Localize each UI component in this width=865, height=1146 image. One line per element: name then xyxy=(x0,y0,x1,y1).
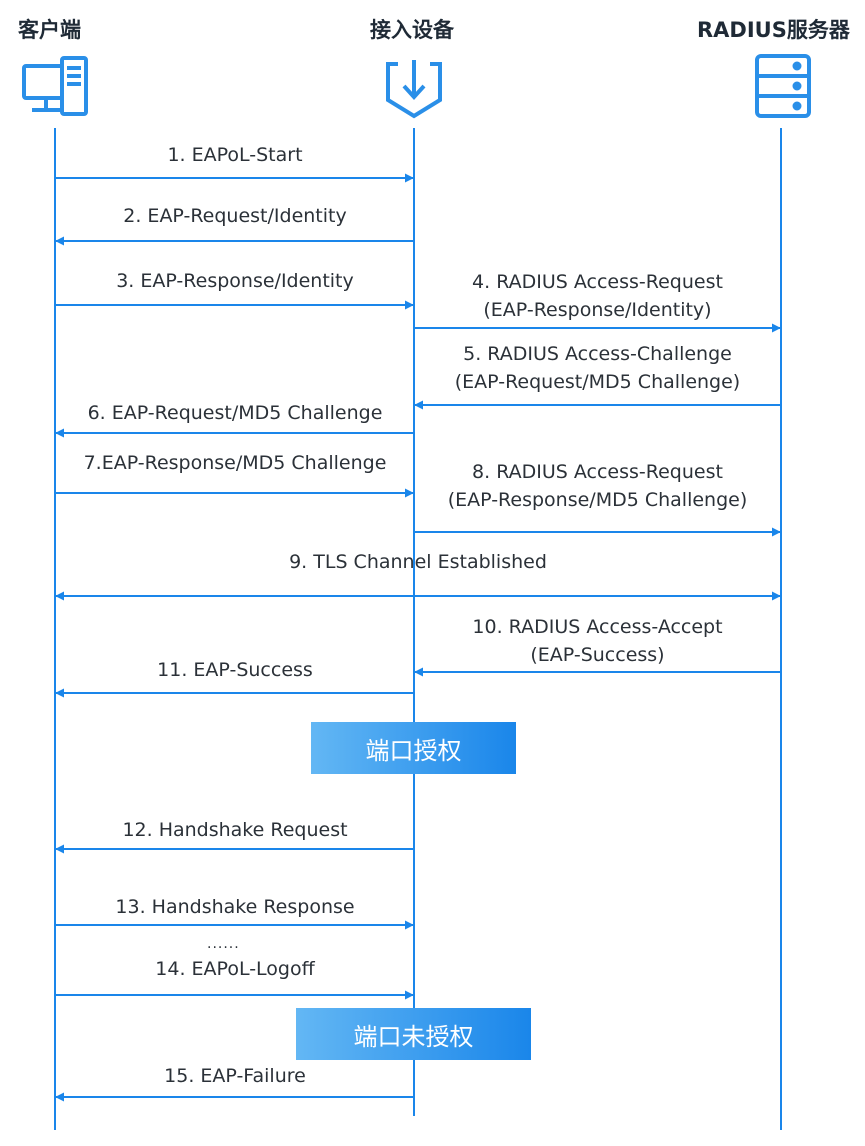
message-7-label: 7.EAP-Response/MD5 Challenge xyxy=(83,452,387,474)
message-8-label: 8. RADIUS Access-Request (EAP-Response/M… xyxy=(414,458,781,514)
message-11-label: 11. EAP-Success xyxy=(157,659,313,681)
message-8-line2: (EAP-Response/MD5 Challenge) xyxy=(447,489,748,511)
message-9-label: 9. TLS Channel Established xyxy=(289,551,547,573)
message-5-line1: 5. RADIUS Access-Challenge xyxy=(463,343,732,365)
message-4-label: 4. RADIUS Access-Request (EAP-Response/I… xyxy=(414,268,781,324)
message-10-label: 10. RADIUS Access-Accept (EAP-Success) xyxy=(414,613,781,669)
message-5-line2: (EAP-Request/MD5 Challenge) xyxy=(454,371,741,393)
message-3-label: 3. EAP-Response/Identity xyxy=(116,270,354,292)
message-4-line2: (EAP-Response/Identity) xyxy=(483,299,712,321)
message-2-label: 2. EAP-Request/Identity xyxy=(123,205,347,227)
message-10-line2: (EAP-Success) xyxy=(530,644,665,666)
computer-icon xyxy=(22,56,88,116)
message-10-line1: 10. RADIUS Access-Accept xyxy=(472,616,723,638)
port-authorized-box: 端口授权 xyxy=(311,722,516,774)
message-8-line1: 8. RADIUS Access-Request xyxy=(472,461,723,483)
message-6-label: 6. EAP-Request/MD5 Challenge xyxy=(87,402,383,424)
message-14-label: 14. EAPoL-Logoff xyxy=(155,958,315,980)
access-device-icon xyxy=(386,60,442,119)
radius-server-label: RADIUS服务器 xyxy=(697,18,850,42)
message-15-label: 15. EAP-Failure xyxy=(164,1065,306,1087)
message-4-line1: 4. RADIUS Access-Request xyxy=(472,271,723,293)
ellipsis: ...... xyxy=(207,936,240,952)
message-1-label: 1. EAPoL-Start xyxy=(167,144,303,166)
message-12-label: 12. Handshake Request xyxy=(122,819,348,841)
port-unauthorized-box: 端口未授权 xyxy=(296,1008,531,1060)
message-13-label: 13. Handshake Response xyxy=(115,896,355,918)
client-label: 客户端 xyxy=(18,18,81,42)
server-icon xyxy=(755,54,811,118)
access-device-label: 接入设备 xyxy=(370,18,454,42)
message-5-label: 5. RADIUS Access-Challenge (EAP-Request/… xyxy=(414,340,781,396)
